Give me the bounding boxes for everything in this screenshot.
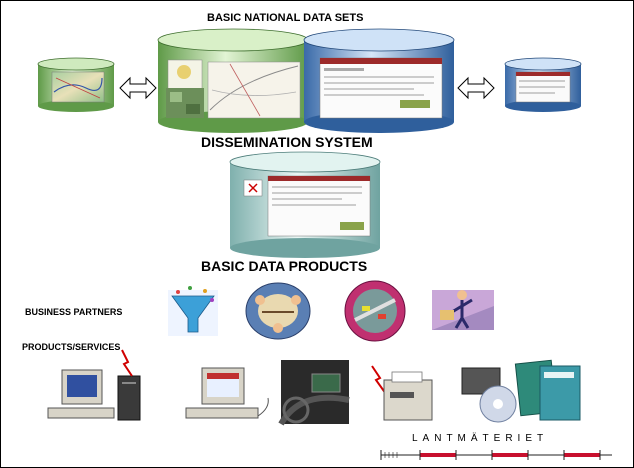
lantmateriet-logo-text: LANTMÄTERIET: [412, 433, 549, 444]
dissemination-database-cylinder: [229, 151, 381, 258]
business-partners-label: BUSINESS PARTNERS: [25, 307, 123, 317]
cd-and-books-icon: [461, 359, 581, 423]
people-circle-clipart-icon: [245, 282, 311, 340]
funnel-clipart-icon: [168, 286, 218, 336]
double-arrow-icon: [457, 76, 495, 100]
small-green-database-cylinder: [37, 57, 115, 112]
large-green-database-cylinder: [157, 28, 309, 133]
car-navigation-icon: [278, 360, 350, 426]
basic-national-data-sets-label: BASIC NATIONAL DATA SETS: [207, 12, 364, 24]
small-blue-database-cylinder: [504, 57, 582, 112]
desktop-computer-icon: [47, 349, 141, 421]
dissemination-system-label: DISSEMINATION SYSTEM: [201, 134, 373, 150]
products-services-label: PRODUCTS/SERVICES: [22, 342, 121, 352]
large-blue-database-cylinder: [303, 28, 455, 133]
traveler-map-clipart-icon: [432, 290, 494, 330]
double-arrow-icon: [119, 76, 157, 100]
traffic-map-clipart-icon: [344, 280, 406, 342]
fax-machine-icon: [371, 365, 433, 421]
web-computer-icon: [185, 367, 269, 419]
lantmateriet-logo-ruler: [380, 450, 612, 460]
basic-data-products-label: BASIC DATA PRODUCTS: [201, 258, 368, 274]
